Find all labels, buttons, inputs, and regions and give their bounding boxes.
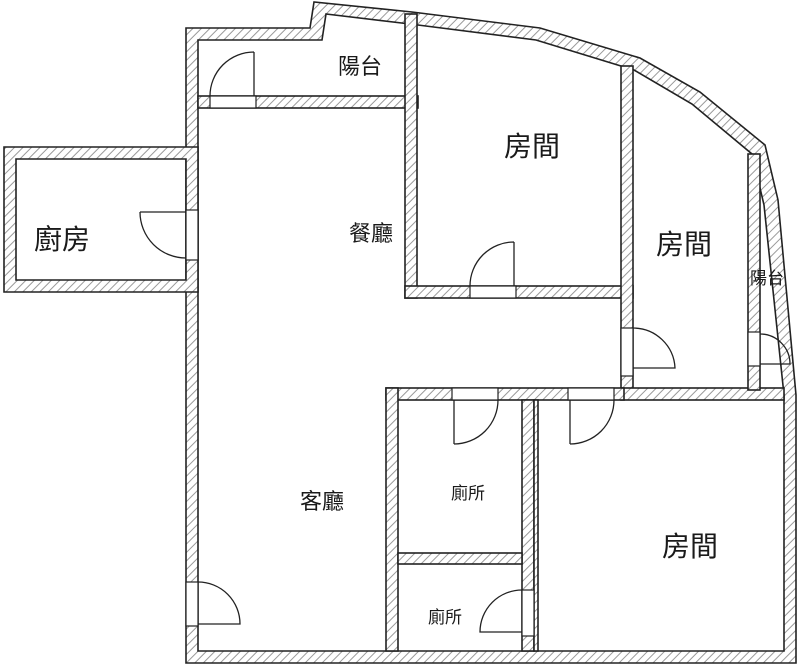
dining-label: 餐廳: [349, 222, 393, 247]
kitchen-door-icon[interactable]: [139, 211, 187, 259]
toilet-upper-label: 廁所: [451, 483, 485, 504]
balcony-right-door-gap: [747, 331, 761, 367]
balcony-top-door-gap: [209, 95, 257, 109]
balcony-top-label: 陽台: [338, 55, 382, 80]
bedroom-top-label: 房間: [504, 130, 560, 163]
bedroom-bottom-left-wall: [533, 399, 539, 652]
kitchen-door-gap: [185, 209, 199, 261]
toilet-lower-label: 廁所: [428, 607, 462, 628]
entrance-door-gap: [185, 581, 199, 627]
entrance-door-icon[interactable]: [197, 581, 241, 625]
toilet-lower-door-icon[interactable]: [479, 589, 523, 633]
toilet-upper-door-icon[interactable]: [453, 399, 499, 445]
toilet-lower-door-gap: [521, 589, 535, 637]
toilet-upper-door-gap: [451, 387, 499, 401]
bedroom-right-label: 房間: [656, 228, 712, 261]
outer-wall: [185, 1, 797, 664]
bedroom-bottom-label: 房間: [662, 530, 718, 563]
bedroom-right-door-gap: [620, 327, 634, 377]
toilet-divider-wall: [397, 552, 523, 565]
bath-left-wall: [385, 387, 399, 652]
balcony-right-label: 陽台: [750, 269, 784, 289]
balcony-right-wall: [747, 153, 761, 391]
balcony-right-door-icon[interactable]: [759, 333, 791, 365]
bedroom-top-bottom-wall: [404, 285, 634, 299]
bedroom-top-door-gap: [469, 285, 517, 299]
balcony-top-door-icon[interactable]: [209, 51, 255, 97]
kitchen-wall: [3, 146, 199, 293]
bedroom-bottom-door-gap: [567, 387, 615, 401]
dining-vertical-wall: [404, 13, 418, 299]
bedroom-top-door-icon[interactable]: [469, 241, 515, 287]
kitchen-label: 廚房: [34, 223, 90, 256]
living-label: 客廳: [300, 490, 344, 515]
bedroom-bottom-door-icon[interactable]: [569, 399, 615, 445]
bedroom-right-door-icon[interactable]: [632, 327, 676, 369]
